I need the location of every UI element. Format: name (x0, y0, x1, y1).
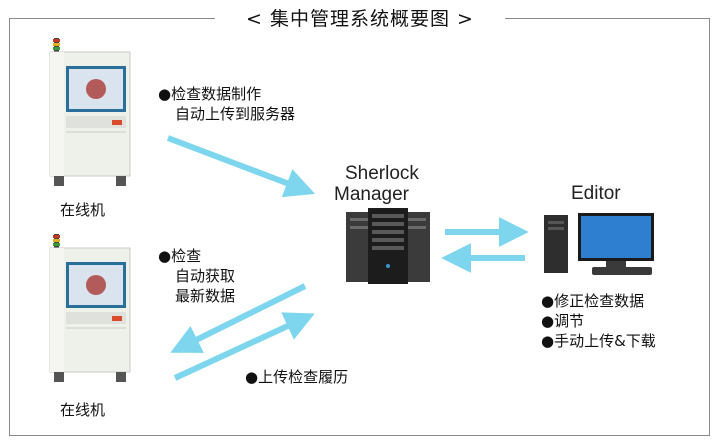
bullet: ● (541, 312, 555, 330)
note-fetch: ●检查 自动获取 最新数据 (158, 246, 235, 306)
server-name-line-1: Sherlock (345, 163, 419, 184)
server-name-line-2: Manager (334, 184, 409, 205)
arrow-upload-to-server (166, 135, 316, 198)
diagram-title: < 集中管理系统概要图 > (215, 6, 505, 32)
machine-top-caption: 在线机 (60, 201, 106, 219)
editor-feature-list: ●修正检查数据 ●调节 ●手动上传&下载 (541, 291, 656, 351)
note-upload: ●检查数据制作 自动上传到服务器 (158, 84, 295, 124)
editor-feature-item: ●手动上传&下载 (541, 331, 656, 351)
note-fetch-line-2: 自动获取 (175, 267, 236, 285)
bullet: ● (541, 292, 555, 310)
arrow-server-to-machine (170, 283, 307, 353)
server-rack-icon (346, 208, 430, 284)
editor-computer-icon (544, 213, 654, 275)
editor-feature-text: 调节 (554, 312, 585, 330)
machine-bottom-caption: 在线机 (60, 401, 106, 419)
arrow-history-to-server (173, 312, 315, 381)
note-history: ●上传检查履历 (245, 367, 348, 387)
bullet: ● (245, 368, 259, 386)
editor-feature-item: ●修正检查数据 (541, 291, 656, 311)
editor-feature-item: ●调节 (541, 311, 656, 331)
note-upload-line-1: 检查数据制作 (171, 85, 262, 103)
editor-feature-text: 手动上传&下载 (554, 332, 656, 350)
bullet: ● (158, 247, 172, 265)
inspection-machine-top (49, 38, 131, 186)
bullet: ● (158, 85, 172, 103)
bullet: ● (541, 332, 555, 350)
note-upload-line-2: 自动上传到服务器 (175, 105, 296, 123)
editor-feature-text: 修正检查数据 (554, 292, 645, 310)
note-fetch-line-3: 最新数据 (175, 287, 236, 305)
note-fetch-line-1: 检查 (171, 247, 202, 265)
editor-name: Editor (571, 183, 621, 204)
note-history-text: 上传检查履历 (258, 368, 349, 386)
inspection-machine-bottom (49, 234, 131, 382)
